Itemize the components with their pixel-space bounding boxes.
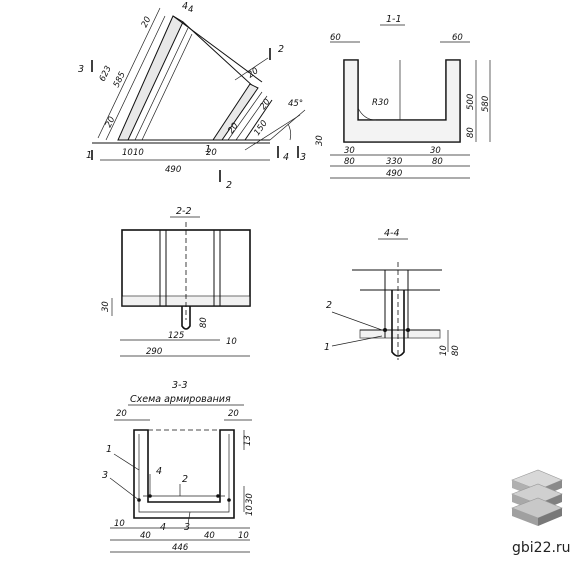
logo-text[interactable]: gbi22.ru (512, 540, 571, 556)
plan-cut-4-top: 4 (182, 1, 188, 12)
plan-dim-150: 150 (252, 119, 270, 138)
s44-callout-1: 1 (324, 342, 330, 353)
s44-dim-10: 10 (439, 345, 449, 356)
s11-dim-80-a: 80 (344, 157, 355, 167)
plan-cut-2-bottom: 2 (226, 180, 232, 191)
plan-dim-623: 623 (98, 64, 114, 83)
plan-view: 3 3 1 1 2 2 4 4 20 4 623 585 20 20 10 10… (78, 1, 306, 191)
s11-dim-490: 490 (386, 169, 402, 179)
s33-callout-4-bottom: 4 (160, 522, 166, 533)
s33-callout-3-bottom: 3 (184, 522, 190, 533)
section-3-3: 3-3 Схема армирования 1 3 4 2 3 4 20 20 (102, 380, 255, 553)
s11-dim-60-left: 60 (330, 33, 341, 43)
section-1-1: 1-1 60 60 R30 500 580 80 30 30 30 80 330… (315, 14, 491, 179)
s22-dim-10: 10 (226, 337, 237, 347)
s33-dim-30: 30 (245, 493, 255, 504)
plan-dim-20-bottom: 20 (206, 148, 217, 158)
plan-cut-4-bottom: 4 (283, 152, 289, 163)
s22-dim-125: 125 (168, 331, 184, 341)
s11-dim-30-left: 30 (315, 135, 325, 146)
s44-callout-2: 2 (326, 300, 332, 311)
site-logo[interactable]: gbi22.ru (511, 469, 571, 556)
plan-dim-20-inner: 20 (258, 97, 272, 112)
plan-cut-1-left: 1 (86, 150, 92, 161)
s33-callout-3-left: 3 (102, 470, 108, 481)
s11-dim-r30: R30 (372, 98, 389, 108)
s33-dim-10-left: 10 (114, 519, 125, 529)
plan-dim-490: 490 (165, 165, 181, 175)
s33-dim-10-v: 10 (245, 505, 255, 516)
plan-dim-20-top: 20 (140, 15, 154, 29)
section-4-4: 4-4 2 1 10 80 (324, 228, 461, 360)
s11-dim-580: 580 (481, 96, 491, 112)
s11-dim-30-a: 30 (344, 146, 355, 156)
stacked-slabs-icon (511, 469, 563, 526)
section-2-2: 2-2 30 80 125 10 290 (101, 206, 251, 357)
section-1-1-title: 1-1 (386, 14, 402, 25)
s33-callout-2: 2 (182, 474, 188, 485)
s33-callout-1: 1 (106, 444, 112, 455)
section-4-4-title: 4-4 (384, 228, 400, 239)
plan-cut-2-top: 2 (278, 44, 284, 55)
plan-dim-20-right: 20 (246, 66, 261, 80)
section-3-3-subtitle: Схема армирования (130, 394, 231, 405)
plan-cut-3-top: 3 (78, 64, 84, 75)
s22-dim-80: 80 (199, 317, 209, 328)
plan-dim-10-a: 10 (122, 148, 133, 158)
s33-dim-40-left: 40 (140, 531, 151, 541)
s22-dim-30: 30 (101, 301, 111, 312)
s11-dim-330: 330 (386, 157, 402, 167)
s11-dim-80-right: 80 (466, 127, 476, 138)
s44-dim-80: 80 (451, 345, 461, 356)
plan-cut-3-bottom: 3 (300, 152, 306, 163)
s11-dim-500: 500 (466, 94, 476, 110)
s33-dim-10-right: 10 (238, 531, 249, 541)
s33-callout-4-top: 4 (156, 466, 162, 477)
plan-dim-4: 4 (188, 5, 193, 15)
s11-dim-60-right: 60 (452, 33, 463, 43)
s33-dim-13: 13 (243, 435, 253, 446)
s11-dim-80-b: 80 (432, 157, 443, 167)
plan-cut-1-right: 1 (205, 144, 211, 155)
plan-dim-10-b: 10 (133, 148, 144, 158)
plan-dim-45deg: 45° (288, 99, 303, 109)
plan-dim-20-left: 20 (104, 115, 118, 129)
s33-dim-20-left: 20 (116, 409, 127, 419)
s22-dim-290: 290 (146, 347, 162, 357)
s33-dim-20-right: 20 (228, 409, 239, 419)
s33-dim-446: 446 (172, 543, 189, 553)
s11-dim-30-b: 30 (430, 146, 441, 156)
section-2-2-title: 2-2 (176, 206, 192, 217)
s33-dim-40-right: 40 (204, 531, 215, 541)
section-3-3-title: 3-3 (172, 380, 188, 391)
